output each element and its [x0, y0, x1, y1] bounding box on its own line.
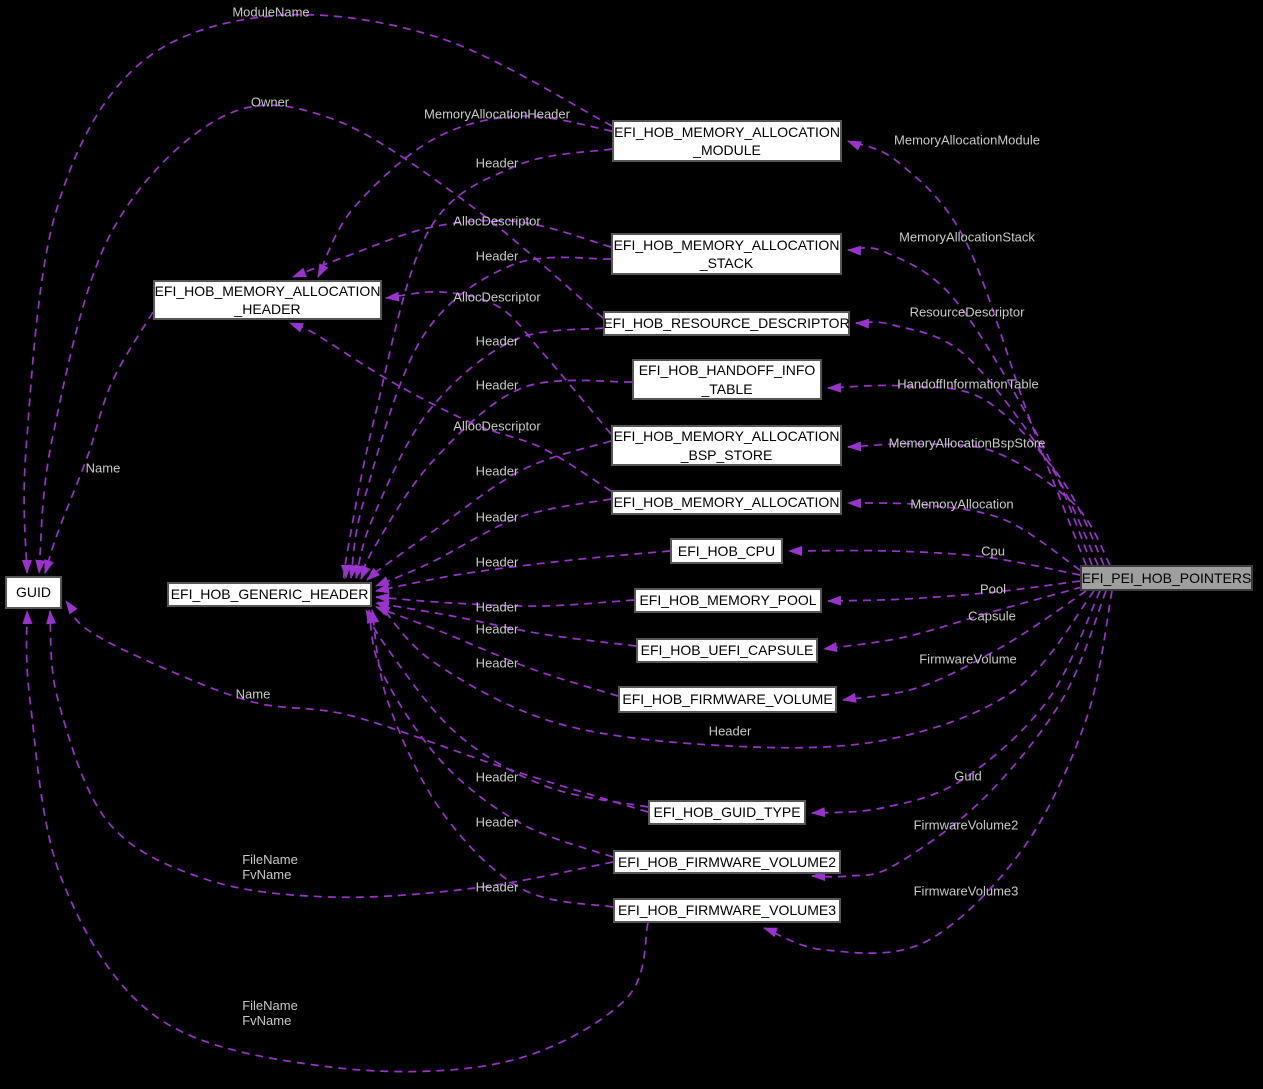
edge-label-capsule-generic: Header [475, 621, 519, 637]
edge-fv2-guid [46, 610, 614, 899]
edge-pointers-fv [842, 590, 1087, 703]
edge-bsp-generic [366, 440, 612, 581]
edge-label-pointers-fv2: FirmwareVolume2 [913, 817, 1019, 833]
edge-pointers-generic [377, 590, 1095, 749]
edge-resdesc-guid [35, 104, 604, 574]
edge-stack-generic [348, 256, 612, 579]
edge-pointers-memalloc [847, 498, 1081, 571]
edge-label-module-guid: ModuleName [232, 4, 310, 20]
edge-cpu-generic [375, 550, 671, 594]
edge-label-module-generic: Header [475, 155, 519, 171]
edge-label-fv2-generic: Header [475, 814, 519, 830]
edge-label-memalloc-mah: AllocDescriptor [453, 418, 541, 434]
edge-fv3-generic [369, 609, 614, 908]
edge-label-pool-generic: Header [475, 599, 519, 615]
edge-pointers-bsp [847, 441, 1111, 566]
edge-label-cpu-generic: Header [475, 554, 519, 570]
edge-label-module-mah: MemoryAllocationHeader [424, 106, 570, 122]
edge-pointers-guidtype [811, 590, 1101, 818]
node-guid[interactable]: GUID [5, 576, 62, 609]
edge-pointers-capsule [823, 586, 1083, 653]
edge-pointers-handoff [827, 382, 1105, 566]
edge-label-pointers-capsule: Capsule [968, 608, 1016, 624]
node-generic[interactable]: EFI_HOB_GENERIC_HEADER [167, 582, 372, 607]
edge-module-mah [317, 115, 613, 278]
node-pool[interactable]: EFI_HOB_MEMORY_POOL [634, 588, 822, 613]
edge-label-stack-mah: AllocDescriptor [453, 213, 541, 229]
edge-pointers-stack [847, 245, 1093, 566]
edge-label-fv2-guid: FileName FvName [242, 852, 298, 882]
node-capsule[interactable]: EFI_HOB_UEFI_CAPSULE [636, 638, 818, 663]
node-cpu[interactable]: EFI_HOB_CPU [670, 538, 783, 564]
edge-guidtype-guid [65, 600, 649, 813]
edge-label-fv-generic: Header [475, 655, 519, 671]
edge-label-mah-guid: Name [85, 460, 121, 476]
edge-label-fv3-generic: Header [475, 879, 519, 895]
edge-stack-mah [292, 219, 612, 278]
edge-guidtype-generic [365, 609, 649, 808]
edge-label-pointers-stack: MemoryAllocationStack [899, 229, 1035, 245]
node-guidtype[interactable]: EFI_HOB_GUID_TYPE [648, 800, 806, 825]
edge-fv2-generic [366, 609, 614, 858]
edge-pointers-fv2 [811, 590, 1107, 882]
node-mah[interactable]: EFI_HOB_MEMORY_ALLOCATION _HEADER [153, 280, 382, 320]
edge-label-pointers-memalloc: MemoryAllocation [910, 496, 1014, 512]
edge-bsp-mah [385, 290, 612, 435]
edge-label-stack-generic: Header [475, 248, 519, 264]
edge-label-handoff-generic: Header [475, 377, 519, 393]
edge-label-pointers-cpu: Cpu [981, 543, 1005, 559]
edge-pointers-pool [827, 580, 1081, 606]
edge-resdesc-generic [354, 327, 604, 579]
node-pointers[interactable]: EFI_PEI_HOB_POINTERS [1080, 565, 1253, 591]
node-stack[interactable]: EFI_HOB_MEMORY_ALLOCATION _STACK [611, 233, 842, 275]
edge-label-pointers-module: MemoryAllocationModule [894, 132, 1040, 148]
edge-label-resdesc-guid: Owner [250, 94, 290, 110]
edge-label-pointers-generic: Header [708, 723, 752, 739]
edge-label-guidtype-generic: Header [475, 769, 519, 785]
node-handoff[interactable]: EFI_HOB_HANDOFF_INFO _TABLE [632, 359, 822, 400]
edge-label-resdesc-generic: Header [475, 333, 519, 349]
edge-label-pointers-guidtype: Guid [954, 768, 982, 784]
edge-label-pointers-fv: FirmwareVolume [919, 651, 1017, 667]
edge-memalloc-mah [289, 322, 612, 492]
node-bsp[interactable]: EFI_HOB_MEMORY_ALLOCATION _BSP_STORE [611, 425, 842, 466]
edge-label-guidtype-guid: Name [235, 686, 271, 702]
node-fv2[interactable]: EFI_HOB_FIRMWARE_VOLUME2 [613, 850, 841, 874]
node-resdesc[interactable]: EFI_HOB_RESOURCE_DESCRIPTOR [603, 311, 850, 336]
edge-label-pointers-bsp: MemoryAllocationBspStore [888, 435, 1046, 451]
edge-capsule-generic [375, 600, 637, 647]
edge-label-fv3-guid: FileName FvName [242, 998, 298, 1028]
edge-handoff-generic [360, 379, 633, 580]
edge-pointers-cpu [788, 545, 1081, 576]
edge-label-pointers-fv3: FirmwareVolume3 [913, 883, 1019, 899]
edge-pointers-module [847, 140, 1087, 566]
edge-label-bsp-mah: AllocDescriptor [453, 289, 541, 305]
edge-label-bsp-generic: Header [475, 463, 519, 479]
edge-label-memalloc-generic: Header [475, 509, 519, 525]
edge-pool-generic [375, 593, 635, 607]
edge-mah-guid [44, 311, 154, 574]
node-memalloc[interactable]: EFI_HOB_MEMORY_ALLOCATION [611, 490, 842, 515]
node-fv3[interactable]: EFI_HOB_FIRMWARE_VOLUME3 [613, 898, 841, 923]
edge-label-pointers-resdesc: ResourceDescriptor [909, 304, 1025, 320]
edge-memalloc-generic [375, 498, 612, 587]
edge-label-pointers-pool: Pool [979, 581, 1007, 597]
edge-module-generic [340, 148, 613, 579]
edge-label-pointers-handoff: HandoffInformationTable [897, 376, 1039, 392]
edge-fv3-guid [22, 610, 649, 1073]
edge-fv-generic [375, 606, 619, 697]
node-fv[interactable]: EFI_HOB_FIRMWARE_VOLUME [618, 686, 837, 713]
node-module[interactable]: EFI_HOB_MEMORY_ALLOCATION _MODULE [612, 120, 842, 162]
